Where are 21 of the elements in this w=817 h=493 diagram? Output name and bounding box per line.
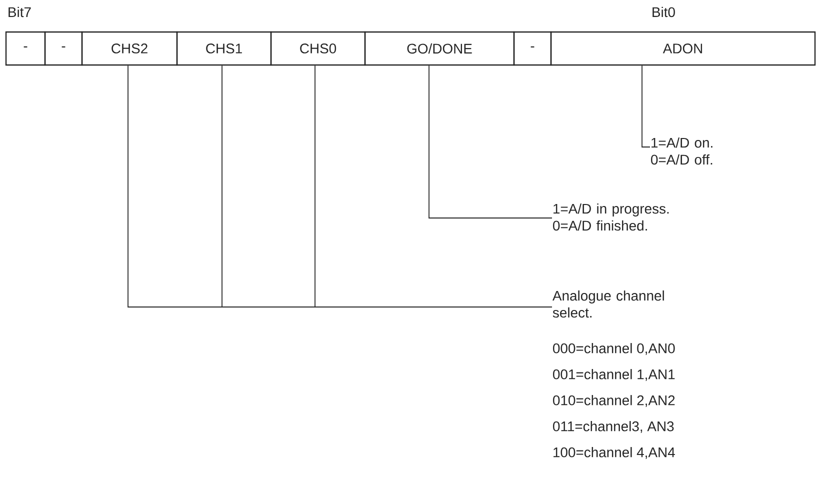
code-text: 011=channel3, AN3 (553, 421, 674, 433)
register-cell: ADON (550, 31, 816, 66)
register-cell: CHS1 (176, 31, 272, 66)
code-text: 010=channel 2,AN2 (553, 395, 675, 407)
code-text: 001=channel 1,AN1 (553, 369, 675, 381)
leader-line (428, 65, 552, 218)
register-cell: - (513, 31, 552, 66)
description-text: 1=A/D in progress. 0=A/D finished. (553, 203, 669, 231)
register-cell: CHS0 (270, 31, 366, 66)
description-text: 1=A/D on. 0=A/D off. (651, 137, 712, 165)
leader-line (642, 65, 650, 148)
code-text: 100=channel 4,AN4 (554, 447, 675, 459)
leader-line (314, 65, 552, 308)
bit-label: Bit0 (652, 6, 675, 18)
code-text: 000=channel 0,AN0 (553, 343, 675, 355)
bit-label: Bit7 (8, 6, 31, 18)
description-text: Analogue channel select. (552, 290, 664, 318)
register-cell: - (44, 31, 83, 66)
register-cell: GO/DONE (364, 31, 515, 66)
register-cell: - (5, 31, 46, 66)
register-cell: CHS2 (81, 31, 178, 66)
